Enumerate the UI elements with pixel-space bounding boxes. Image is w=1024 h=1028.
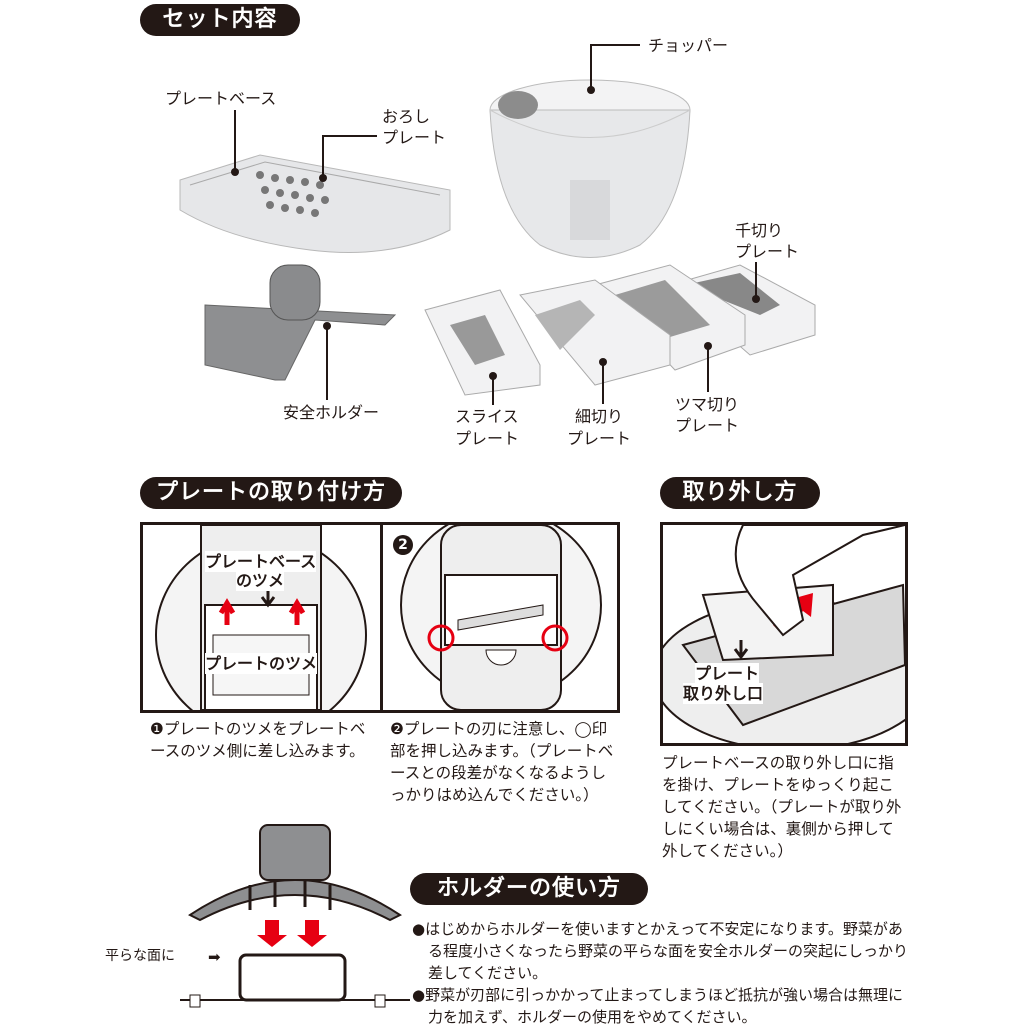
remove-instructions: プレートベースの取り外し口に指を掛け、プレートをゆっくり起こしてください。（プレ… xyxy=(662,754,902,860)
label-tsuma-plate-1: ツマ切り xyxy=(675,395,740,414)
plates-image xyxy=(424,264,816,396)
attach-diagram-box: プレートベース のツメ プレートのツメ 2 xyxy=(140,522,620,713)
step2-badge: 2 xyxy=(393,535,413,555)
holder-note-2: ●野菜が刃部に引っかかって止まってしまうほど抵抗が強い場合は無理に力を加えず、ホ… xyxy=(412,986,903,1026)
label-safety-holder: 安全ホルダー xyxy=(283,403,380,422)
section-title-remove: 取り外し方 xyxy=(660,477,820,509)
label-removal-slot-2: 取り外し口 xyxy=(683,683,764,704)
label-chopper: チョッパー xyxy=(648,36,729,55)
label-tsuma-plate-2: プレート xyxy=(675,416,740,435)
label-julienne-plate-1: 千切り xyxy=(735,221,784,240)
attach-step-2: ❷プレートの刃に注意し、◯印部を押し込みます。（プレートベースとの段差がなくなる… xyxy=(390,720,614,804)
chopper-image xyxy=(489,79,691,258)
section-title-attach: プレートの取り付け方 xyxy=(140,477,402,509)
remove-diagram xyxy=(663,525,905,743)
label-removal-slot-1: プレート xyxy=(695,663,760,684)
label-plate-base: プレートベース xyxy=(165,89,277,108)
label-base-claw-1: プレートベース xyxy=(205,551,317,572)
label-grater-plate-1: おろし xyxy=(382,107,431,126)
label-plate-claw: プレートのツメ xyxy=(205,653,318,674)
attach-step2-diagram xyxy=(400,525,602,710)
attach-step-1: ❶プレートのツメをプレートベースのツメ側に差し込みます。 xyxy=(150,720,366,760)
label-slice-plate-1: スライス xyxy=(455,407,519,426)
label-fine-strip-plate-2: プレート xyxy=(567,429,632,448)
label-grater-plate-2: プレート xyxy=(382,128,447,147)
leader-chopper xyxy=(590,44,640,46)
section-title-holder: ホルダーの使い方 xyxy=(410,873,648,905)
plate-base-image xyxy=(179,154,451,253)
label-slice-plate-2: プレート xyxy=(455,429,520,448)
arrow-right-icon: ➡ xyxy=(208,948,221,966)
attach-divider xyxy=(380,525,383,710)
label-julienne-plate-2: プレート xyxy=(735,242,800,261)
label-fine-strip-plate-1: 細切り xyxy=(575,407,624,426)
remove-diagram-box: プレート 取り外し口 xyxy=(660,522,908,746)
holder-note-1: ●はじめからホルダーを使いますとかえって不安定になります。野菜がある程度小さくな… xyxy=(412,920,909,982)
label-base-claw-2: のツメ xyxy=(236,570,285,591)
safety-holder-image xyxy=(204,264,397,381)
label-flat-surface: 平らな面に xyxy=(105,948,175,964)
section-title-set-contents: セット内容 xyxy=(140,4,300,36)
holder-usage-diagram xyxy=(180,824,410,1008)
